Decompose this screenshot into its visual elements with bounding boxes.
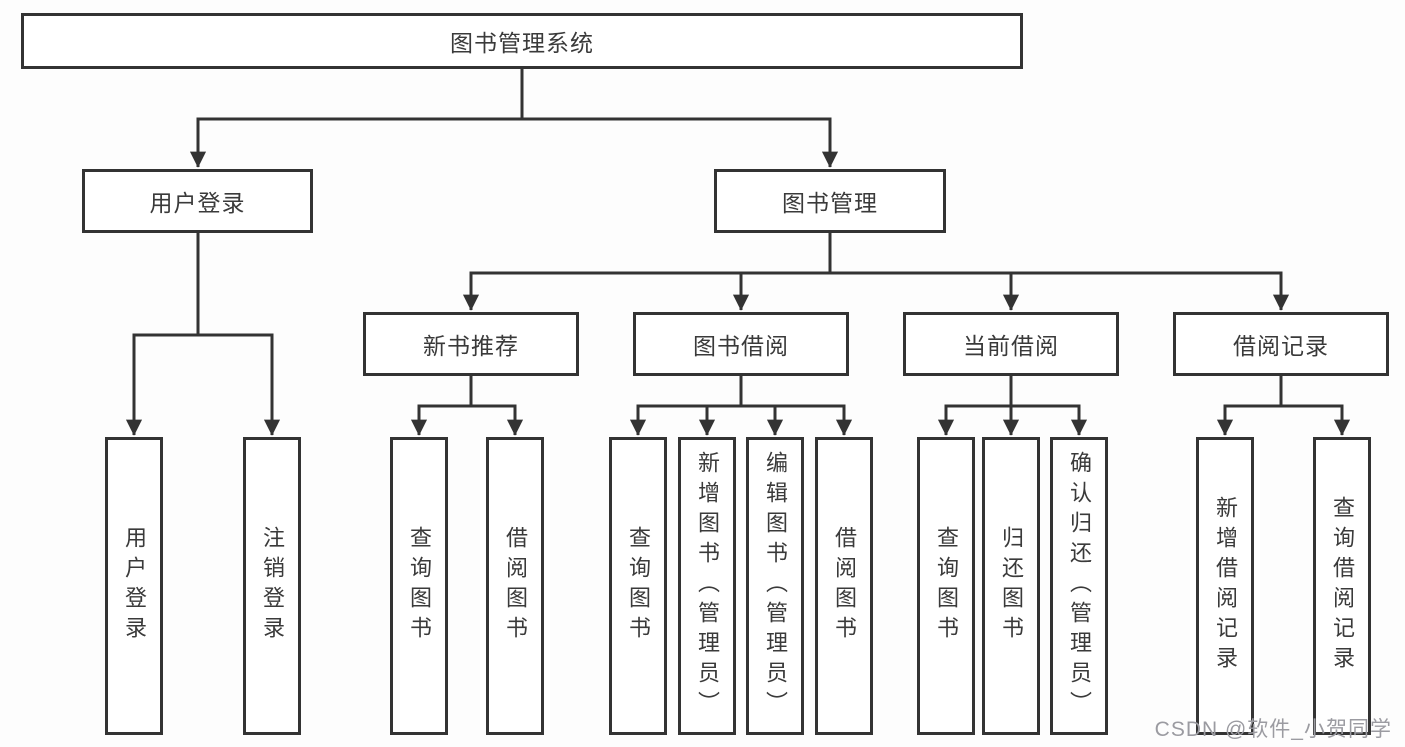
node-label: 借阅图书: [503, 526, 528, 646]
node-label: 图书借阅: [693, 333, 789, 359]
leaf-add-borrow-record: 新增借阅记录: [1196, 437, 1254, 735]
node-label: 当前借阅: [963, 333, 1059, 359]
connector-user-login-to-leaves: [125, 233, 281, 436]
leaf-query-borrow-record: 查询借阅记录: [1313, 437, 1371, 735]
node-label: 查询图书: [934, 526, 959, 646]
node-label: 新增图书（管理员）: [695, 451, 720, 721]
node-label: 借阅图书: [832, 526, 857, 646]
node-current-borrow: 当前借阅: [903, 312, 1119, 376]
connector-root-to-level2: [189, 69, 839, 168]
node-book-borrow: 图书借阅: [633, 312, 849, 376]
leaf-borrow-books-recommend: 借阅图书: [486, 437, 544, 735]
node-borrow-records: 借阅记录: [1173, 312, 1389, 376]
node-label: 图书管理: [782, 190, 878, 216]
leaf-edit-books-admin: 编辑图书（管理员）: [746, 437, 804, 735]
node-label: 注销登录: [260, 526, 285, 646]
leaf-borrow-books: 借阅图书: [815, 437, 873, 735]
node-new-book-recommend: 新书推荐: [363, 312, 579, 376]
node-library-system-root: 图书管理系统: [21, 13, 1023, 69]
node-label: 用户登录: [122, 526, 147, 646]
node-label: 新书推荐: [423, 333, 519, 359]
connector-book-borrow-to-leaves: [629, 376, 853, 436]
node-label: 用户登录: [149, 190, 246, 216]
leaf-logout: 注销登录: [243, 437, 301, 735]
leaf-query-books-borrow: 查询图书: [609, 437, 667, 735]
node-label: 查询图书: [407, 526, 432, 646]
node-book-management: 图书管理: [714, 169, 946, 233]
connector-book-management-to-level3: [462, 233, 1290, 311]
leaf-user-login: 用户登录: [105, 437, 163, 735]
leaf-add-books-admin: 新增图书（管理员）: [678, 437, 736, 735]
node-label: 借阅记录: [1233, 333, 1329, 359]
node-user-login: 用户登录: [82, 169, 313, 233]
node-label: 新增借阅记录: [1213, 496, 1238, 676]
leaf-return-books: 归还图书: [982, 437, 1040, 735]
connector-current-borrow-to-leaves: [937, 376, 1088, 436]
connector-new-book-recommend-to-leaves: [410, 376, 524, 436]
leaf-confirm-return-admin: 确认归还（管理员）: [1050, 437, 1108, 735]
leaf-query-books-current: 查询图书: [917, 437, 975, 735]
node-label: 归还图书: [999, 526, 1024, 646]
node-label: 查询借阅记录: [1330, 496, 1355, 676]
csdn-watermark: CSDN @软件_小贺同学: [1154, 718, 1392, 741]
node-label: 确认归还（管理员）: [1067, 451, 1092, 721]
leaf-query-books-recommend: 查询图书: [390, 437, 448, 735]
node-label: 图书管理系统: [450, 30, 594, 56]
node-label: 编辑图书（管理员）: [763, 451, 788, 721]
connector-borrow-records-to-leaves: [1216, 376, 1351, 436]
node-label: 查询图书: [626, 526, 651, 646]
